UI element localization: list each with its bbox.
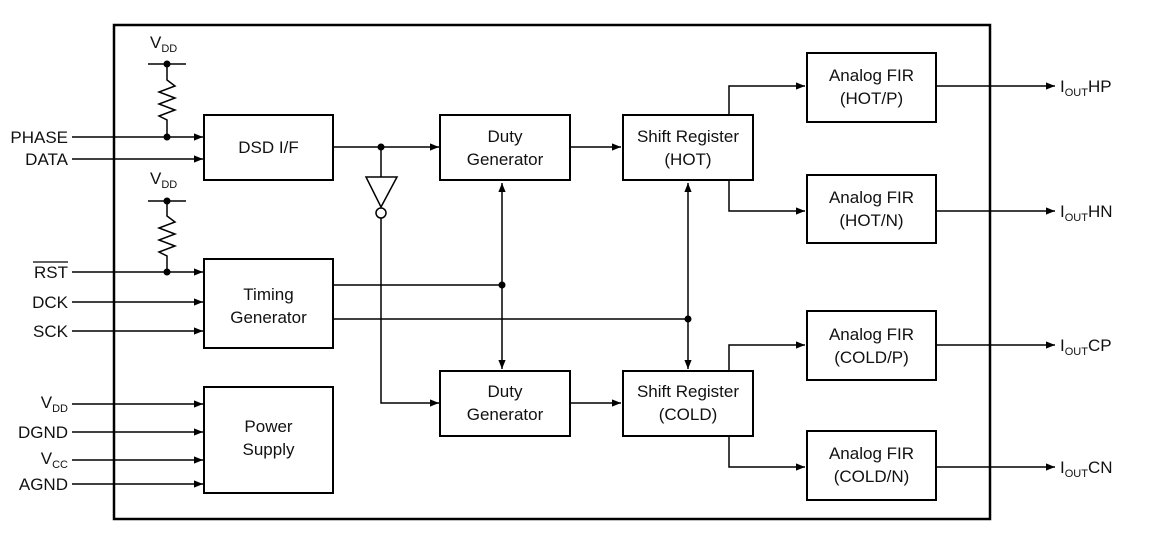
- power-supply-label-1: Power: [244, 417, 293, 436]
- output-label-iout-hn: IOUTHN: [1060, 202, 1113, 224]
- timing-generator-block: Timing Generator: [203, 258, 334, 349]
- duty-generator-bottom-label-2: Generator: [467, 405, 544, 424]
- duty-generator-bottom-label-1: Duty: [488, 382, 523, 401]
- analog-fir-hot-p-block: Analog FIR (HOT/P): [806, 52, 937, 123]
- input-label-dck: DCK: [32, 293, 69, 312]
- output-label-iout-hp: IOUTHP: [1060, 77, 1112, 99]
- duty-generator-top-label-1: Duty: [488, 127, 523, 146]
- analog-fir-cold-n-label-2: (COLD/N): [834, 467, 910, 486]
- input-label-sck: SCK: [33, 322, 69, 341]
- shift-register-cold-label-1: Shift Register: [637, 382, 739, 401]
- shift-register-cold-block: Shift Register (COLD): [622, 370, 754, 437]
- pullup-bottom-vdd-label: VDD: [150, 169, 177, 191]
- input-label-dgnd: DGND: [18, 423, 68, 442]
- duty-generator-top-block: Duty Generator: [439, 114, 571, 181]
- output-wires: [936, 82, 1055, 471]
- input-label-agnd: AGND: [19, 475, 68, 494]
- input-label-rst: RST: [34, 263, 68, 282]
- pullup-resistor-top: [148, 60, 186, 141]
- output-label-iout-cn: IOUTCN: [1060, 458, 1113, 480]
- analog-fir-cold-p-block: Analog FIR (COLD/P): [806, 310, 937, 381]
- pullup-top-vdd-label: VDD: [150, 33, 177, 55]
- shift-register-hot-label-1: Shift Register: [637, 127, 739, 146]
- analog-fir-cold-n-label-1: Analog FIR: [829, 444, 914, 463]
- timing-generator-label-2: Generator: [230, 308, 307, 327]
- dsd-if-block: DSD I/F: [203, 114, 334, 181]
- analog-fir-hot-p-label-2: (HOT/P): [840, 89, 903, 108]
- input-label-vcc: VCC: [41, 449, 68, 471]
- output-label-iout-cp: IOUTCP: [1060, 336, 1112, 358]
- shift-register-hot-label-2: (HOT): [664, 150, 711, 169]
- timing-generator-label-1: Timing: [243, 285, 293, 304]
- shift-register-cold-label-2: (COLD): [659, 405, 718, 424]
- dsd-if-label: DSD I/F: [238, 138, 298, 157]
- duty-generator-bottom-block: Duty Generator: [439, 370, 571, 437]
- shift-register-hot-block: Shift Register (HOT): [622, 114, 754, 181]
- input-label-vdd: VDD: [41, 393, 68, 415]
- analog-fir-hot-n-label-2: (HOT/N): [839, 211, 903, 230]
- analog-fir-hot-n-block: Analog FIR (HOT/N): [806, 174, 937, 244]
- power-supply-block: Power Supply: [203, 386, 334, 494]
- input-label-data: DATA: [25, 150, 68, 169]
- input-label-phase: PHASE: [10, 128, 68, 147]
- analog-fir-cold-p-label-2: (COLD/P): [834, 348, 909, 367]
- input-wires: [72, 133, 203, 488]
- analog-fir-hot-n-label-1: Analog FIR: [829, 188, 914, 207]
- analog-fir-cold-n-block: Analog FIR (COLD/N): [806, 430, 937, 501]
- internal-wires: [333, 82, 805, 471]
- analog-fir-hot-p-label-1: Analog FIR: [829, 66, 914, 85]
- duty-generator-top-label-2: Generator: [467, 150, 544, 169]
- power-supply-label-2: Supply: [243, 440, 295, 459]
- pullup-resistor-bottom: [148, 197, 186, 276]
- analog-fir-cold-p-label-1: Analog FIR: [829, 325, 914, 344]
